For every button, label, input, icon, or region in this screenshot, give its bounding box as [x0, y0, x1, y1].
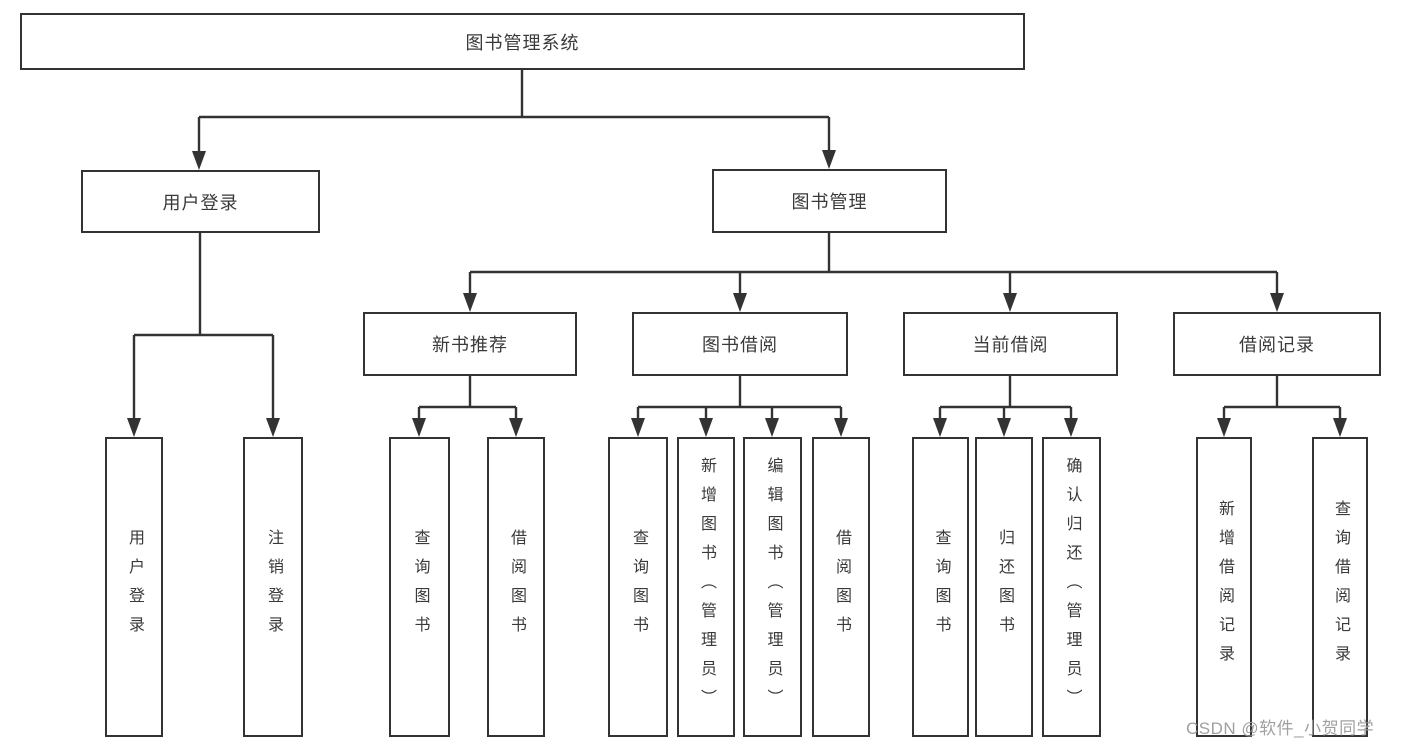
node-label: 图书管理系统 — [465, 32, 580, 53]
node-label: 用户登录 — [162, 192, 239, 213]
node-label: 查询借阅记录 — [1332, 500, 1349, 674]
leaf-query-books-current: 查询图书 — [912, 437, 969, 737]
node-label: 当前借阅 — [972, 335, 1049, 355]
leaf-query-borrow-record: 查询借阅记录 — [1312, 437, 1368, 737]
node-label: 查询图书 — [932, 529, 950, 645]
leaf-add-books-admin: 新增图书（管理员） — [677, 437, 735, 737]
node-library-management-system: 图书管理系统 — [20, 13, 1025, 70]
csdn-watermark: CSDN @软件_小贺同学 — [1186, 719, 1375, 738]
node-label: 新书推荐 — [432, 335, 508, 355]
leaf-logout: 注销登录 — [243, 437, 303, 737]
node-label: 借阅图书 — [833, 529, 850, 645]
leaf-borrow-books: 借阅图书 — [812, 437, 870, 737]
leaf-confirm-return-admin: 确认归还（管理员） — [1042, 437, 1101, 737]
leaf-user-login: 用户登录 — [105, 437, 163, 737]
node-label: 查询图书 — [411, 529, 429, 645]
leaf-borrow-books-recommend: 借阅图书 — [487, 437, 545, 737]
node-label: 新增借阅记录 — [1216, 500, 1233, 674]
node-book-borrowing: 图书借阅 — [632, 312, 848, 376]
node-label: 图书借阅 — [702, 335, 778, 355]
leaf-add-borrow-record: 新增借阅记录 — [1196, 437, 1252, 737]
node-book-management: 图书管理 — [712, 169, 947, 233]
node-label: 图书管理 — [791, 192, 868, 212]
node-label: 确认归还（管理员） — [1063, 456, 1081, 718]
node-label: 新增图书（管理员） — [698, 456, 715, 718]
leaf-edit-books-admin: 编辑图书（管理员） — [743, 437, 802, 737]
node-label: 归还图书 — [996, 529, 1013, 645]
node-label: 编辑图书（管理员） — [764, 456, 782, 718]
node-label: 注销登录 — [265, 529, 282, 645]
leaf-query-books-borrowing: 查询图书 — [608, 437, 668, 737]
node-new-book-recommend: 新书推荐 — [363, 312, 577, 376]
node-label: 借阅图书 — [508, 529, 525, 645]
node-label: 用户登录 — [126, 529, 143, 645]
node-borrowing-records: 借阅记录 — [1173, 312, 1381, 376]
node-label: 查询图书 — [630, 529, 647, 645]
leaf-query-books-recommend: 查询图书 — [389, 437, 450, 737]
node-current-borrowing: 当前借阅 — [903, 312, 1118, 376]
node-label: 借阅记录 — [1239, 335, 1315, 355]
node-user-login: 用户登录 — [81, 170, 320, 233]
leaf-return-books: 归还图书 — [975, 437, 1033, 737]
